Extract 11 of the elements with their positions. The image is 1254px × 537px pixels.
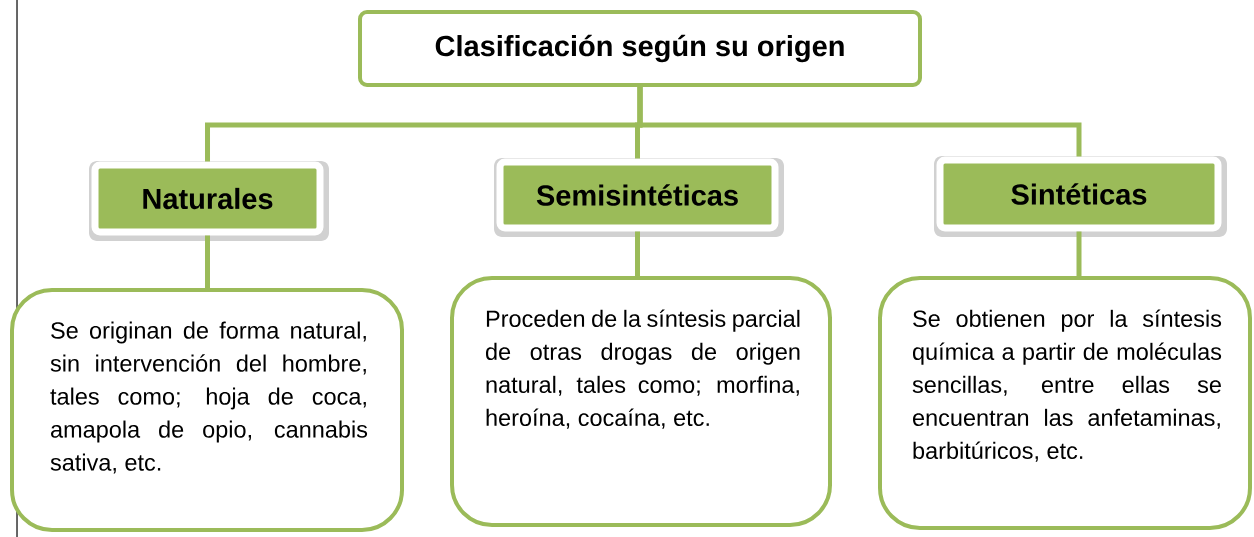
- category-box: Semisintéticas: [496, 158, 779, 232]
- title-box: Clasificación según su origen: [358, 10, 922, 87]
- category-box: Naturales: [91, 161, 324, 236]
- connector-line: [1076, 231, 1082, 276]
- connector-line: [635, 231, 640, 276]
- description-box: Se originan de forma natural, sin intervención del hombre, tales como; hoja de coca, amapola de opio, cannabis sativa, etc.: [10, 288, 404, 532]
- description-box: Se obtienen por la síntesis química a partir de moléculas sencillas, entre ellas se encuentran las anfetaminas, barbitúricos, etc.: [878, 276, 1252, 530]
- connector-line: [637, 87, 1082, 157]
- connector-line: [205, 235, 210, 288]
- category-box: Sintéticas: [936, 156, 1222, 232]
- description-box: Proceden de la síntesis parcial de otras drogas de origen natural, tales como; morfina, heroína, cocaína, etc.: [450, 276, 832, 527]
